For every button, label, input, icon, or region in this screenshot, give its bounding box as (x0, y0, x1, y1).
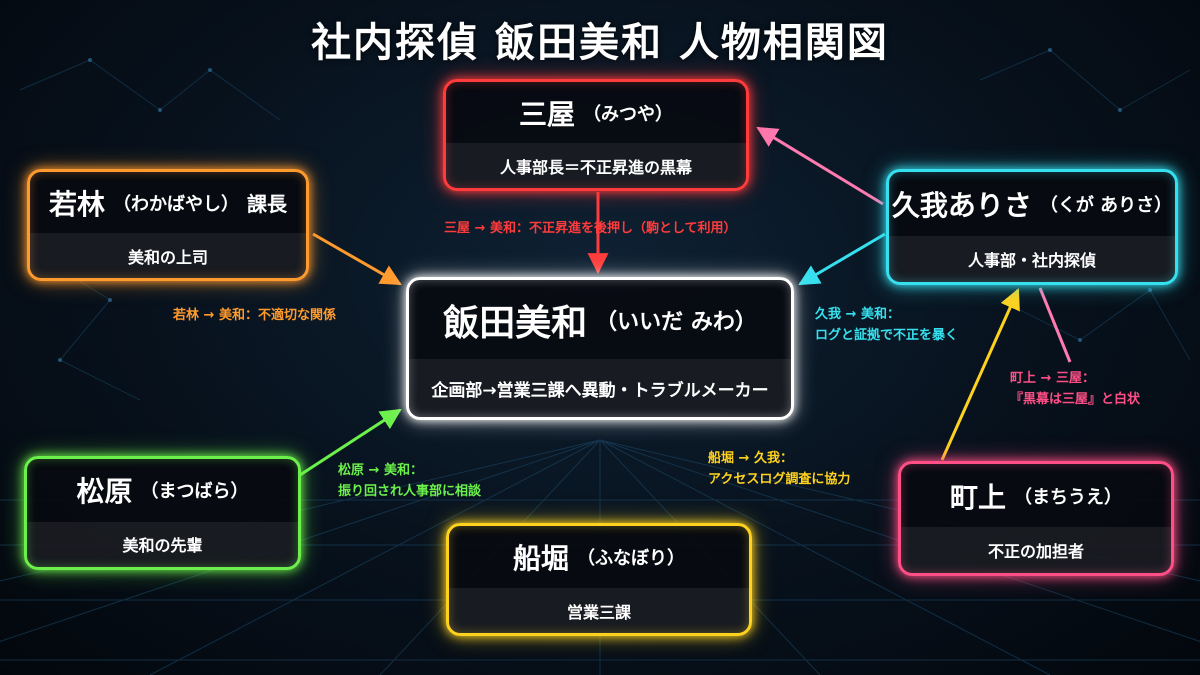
relation-line: 『黒幕は三屋』と白状 (1010, 392, 1141, 407)
reading: （いいだ みわ） (595, 309, 757, 335)
role: 企画部→営業三課へ異動・トラブルメーカー (409, 359, 791, 417)
relation-line: 町上 → 三屋： (1010, 371, 1095, 386)
role: 美和の上司 (30, 233, 306, 278)
role: 美和の先輩 (27, 521, 298, 567)
relation-label-wakabayashi-center: 若林 → 美和：不適切な関係 (173, 305, 336, 326)
reading: （まちうえ） (1014, 486, 1122, 508)
arrow-matsubara-to-center (299, 408, 402, 477)
relation-line: ログと証拠で不正を暴く (815, 328, 959, 343)
relation-line: 船堀 → 久我： (708, 451, 793, 466)
name: 松原 (76, 475, 133, 509)
line-kuga-to-machigami (1038, 287, 1072, 363)
node-funabori: 船堀 （ふなぼり） 営業三課 (446, 523, 752, 636)
relation-line: 振り回され人事部に相談 (338, 484, 482, 499)
node-wakabayashi: 若林 （わかばやし） 課長 美和の上司 (27, 169, 309, 281)
arrow-kuga-to-miya (756, 126, 884, 206)
node-kuga: 久我ありさ （くが ありさ） 人事部・社内探偵 (886, 169, 1178, 285)
name: 三屋 (518, 97, 575, 131)
arrow-kuga-to-center (798, 232, 886, 286)
relation-line: 松原 → 美和： (338, 463, 423, 478)
node-center-iida-miwa: 飯田美和 （いいだ みわ） 企画部→営業三課へ異動・トラブルメーカー (406, 277, 794, 420)
page-title: 社内探偵 飯田美和 人物相関図 (311, 20, 889, 66)
relation-line: 三屋 → 美和：不正昇進を後押し（駒として利用） (444, 221, 737, 236)
relation-line: 久我 → 美和： (815, 307, 900, 322)
reading: （みつや） (583, 103, 673, 125)
node-miya: 三屋 （みつや） 人事部長＝不正昇進の黒幕 (443, 79, 749, 191)
relation-label-machigami-miya: 町上 → 三屋： 『黒幕は三屋』と白状 (1010, 368, 1140, 410)
relation-line: 若林 → 美和：不適切な関係 (173, 308, 336, 323)
reading: （わかばやし） (113, 193, 239, 215)
role: 人事部・社内探偵 (889, 235, 1175, 282)
name: 船堀 (512, 542, 569, 576)
reading: （ふなぼり） (577, 548, 685, 570)
role: 営業三課 (449, 588, 749, 633)
arrow-machigami-to-kuga (940, 288, 1020, 461)
name: 若林 (48, 187, 105, 221)
node-machigami: 町上 （まちうえ） 不正の加担者 (898, 461, 1174, 576)
name: 町上 (949, 480, 1006, 514)
node-matsubara: 松原 （まつばら） 美和の先輩 (24, 456, 301, 570)
arrow-wakabayashi-to-center (312, 232, 402, 286)
relation-label-kuga-center: 久我 → 美和： ログと証拠で不正を暴く (815, 304, 958, 346)
reading: （まつばら） (140, 481, 249, 503)
relation-label-miya-center: 三屋 → 美和：不正昇進を後押し（駒として利用） (444, 218, 737, 239)
title-suffix: 課長 (247, 192, 287, 217)
reading: （くが ありさ） (1039, 194, 1173, 216)
relation-line: アクセスログ調査に協力 (708, 472, 851, 487)
name: 飯田美和 (443, 302, 588, 344)
name: 久我ありさ (891, 188, 1032, 222)
relation-label-matsubara-center: 松原 → 美和： 振り回され人事部に相談 (338, 460, 481, 502)
role: 人事部長＝不正昇進の黒幕 (446, 143, 746, 188)
role: 不正の加担者 (901, 527, 1171, 573)
relation-label-funabori-kuga: 船堀 → 久我： アクセスログ調査に協力 (708, 448, 850, 490)
